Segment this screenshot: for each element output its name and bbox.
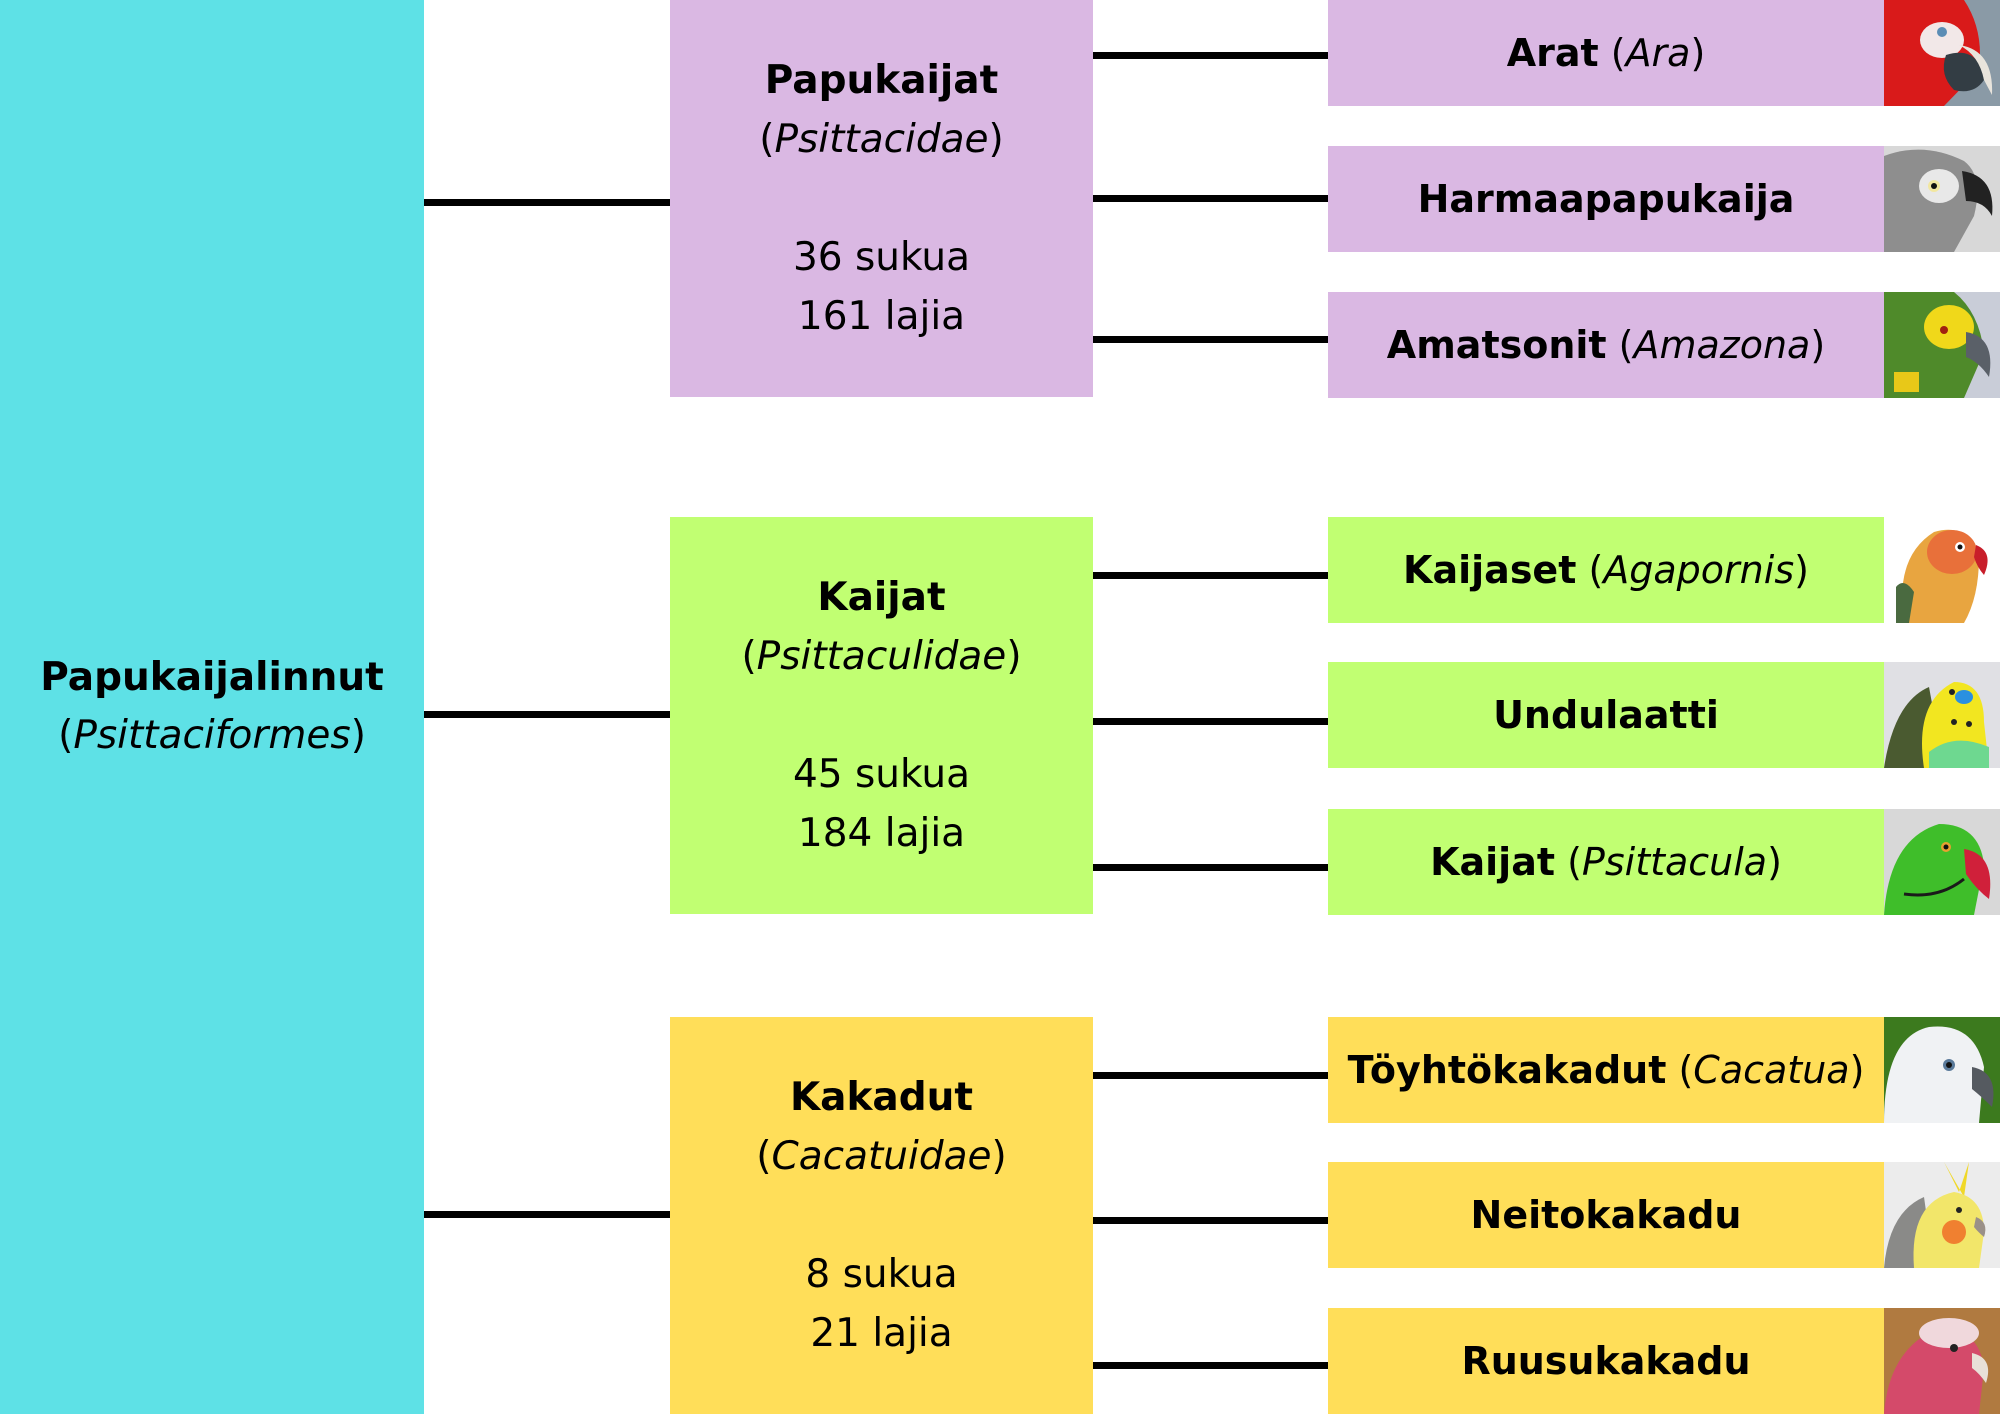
- genus-node-ruusukakadu: Ruusukakadu: [1328, 1308, 1884, 1414]
- genera-count: 36 sukua: [792, 235, 971, 280]
- family-scientific: (Psittaculidae): [741, 634, 1022, 679]
- ringneck-parakeet-photo: [1884, 809, 2000, 915]
- root-scientific: (Psittaciformes): [58, 713, 366, 758]
- connector-psittaculidae-psittacula: [1093, 864, 1328, 871]
- family-scientific: (Psittacidae): [759, 117, 1004, 162]
- root-name: Papukaijalinnut: [40, 655, 384, 700]
- lovebird-photo: [1884, 517, 2000, 623]
- species-count: 161 lajia: [797, 294, 966, 339]
- species-count: 184 lajia: [797, 811, 966, 856]
- budgerigar-photo: [1884, 662, 2000, 768]
- genera-count: 45 sukua: [792, 752, 971, 797]
- genus-node-cacatua: Töyhtökakadut (Cacatua): [1328, 1017, 1884, 1123]
- connector-psittaculidae-agapornis: [1093, 572, 1328, 579]
- connector-root-cacatuidae: [424, 1211, 670, 1218]
- family-name: Kakadut: [789, 1075, 974, 1120]
- connector-psittacidae-harmaapapukaija: [1093, 195, 1328, 202]
- family-scientific: (Cacatuidae): [756, 1134, 1007, 1179]
- connector-cacatuidae-neitokakadu: [1093, 1217, 1328, 1224]
- genus-node-ara: Arat (Ara): [1328, 0, 1884, 106]
- family-name: Papukaijat: [764, 58, 999, 103]
- connector-psittacidae-ara: [1093, 52, 1328, 59]
- genus-node-psittacula: Kaijat (Psittacula): [1328, 809, 1884, 915]
- genus-node-amazona: Amatsonit (Amazona): [1328, 292, 1884, 398]
- root-order-node: Papukaijalinnut (Psittaciformes): [0, 0, 424, 1414]
- connector-psittacidae-amazona: [1093, 336, 1328, 343]
- connector-root-psittaculidae: [424, 711, 670, 718]
- connector-cacatuidae-ruusukakadu: [1093, 1362, 1328, 1369]
- connector-cacatuidae-cacatua: [1093, 1072, 1328, 1079]
- connector-psittaculidae-undulaatti: [1093, 718, 1328, 725]
- african-grey-parrot-photo: [1884, 146, 2000, 252]
- genera-count: 8 sukua: [805, 1252, 958, 1297]
- genus-node-undulaatti: Undulaatti: [1328, 662, 1884, 768]
- genus-node-neitokakadu: Neitokakadu: [1328, 1162, 1884, 1268]
- cockatiel-photo: [1884, 1162, 2000, 1268]
- species-count: 21 lajia: [810, 1311, 953, 1356]
- galah-photo: [1884, 1308, 2000, 1414]
- family-node-psittaculidae: Kaijat (Psittaculidae) 45 sukua 184 laji…: [670, 517, 1093, 914]
- scarlet-macaw-photo: [1884, 0, 2000, 106]
- family-node-psittacidae: Papukaijat (Psittacidae) 36 sukua 161 la…: [670, 0, 1093, 397]
- amazon-parrot-photo: [1884, 292, 2000, 398]
- white-cockatoo-photo: [1884, 1017, 2000, 1123]
- connector-root-psittacidae: [424, 199, 670, 206]
- genus-node-agapornis: Kaijaset (Agapornis): [1328, 517, 1884, 623]
- family-name: Kaijat: [817, 575, 946, 620]
- genus-node-harmaapapukaija: Harmaapapukaija: [1328, 146, 1884, 252]
- family-node-cacatuidae: Kakadut (Cacatuidae) 8 sukua 21 lajia: [670, 1017, 1093, 1414]
